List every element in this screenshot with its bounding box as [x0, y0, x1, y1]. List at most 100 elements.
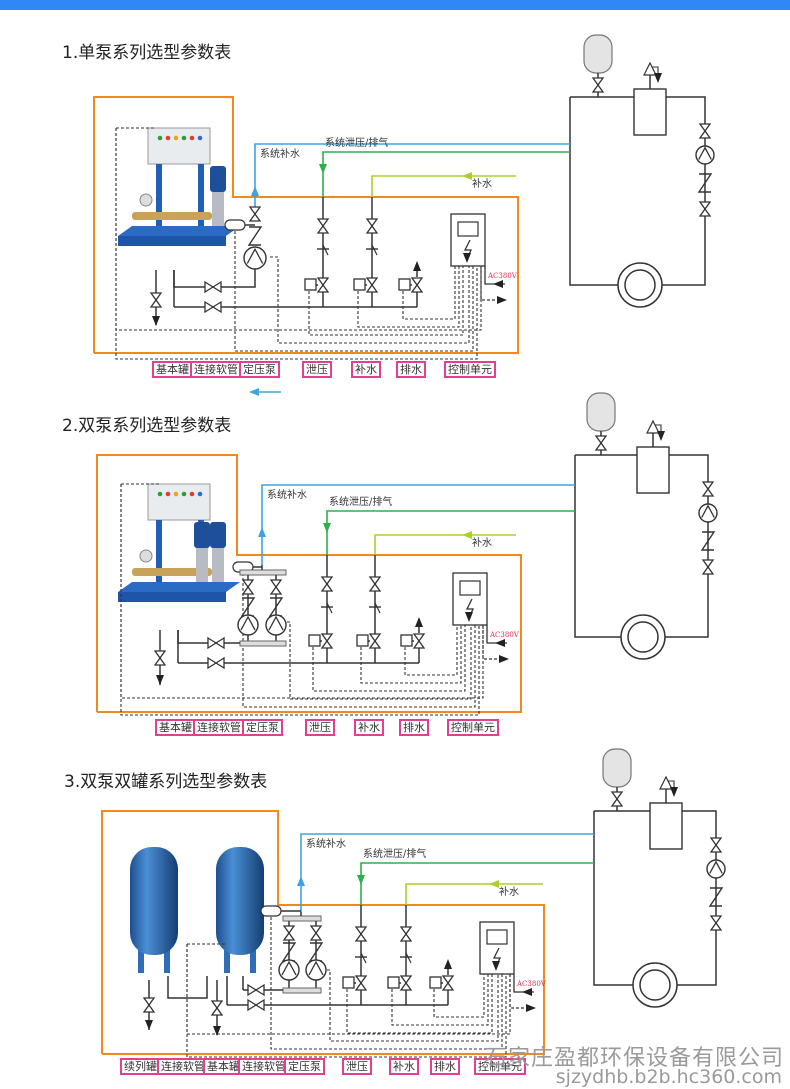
- signal-line: [234, 226, 474, 352]
- pump-triangle: [709, 860, 723, 874]
- system-makeup-label: 系统补水: [260, 147, 300, 160]
- indicator-light: [165, 135, 171, 141]
- signal-line: [433, 974, 485, 1018]
- signal-line: [308, 266, 464, 336]
- makeup-label: 补水: [472, 536, 492, 549]
- signal-line: [404, 625, 458, 676]
- pump-icon: [706, 859, 726, 879]
- signal-line: [270, 912, 503, 1050]
- signal-line: [402, 266, 456, 320]
- system-relief-label: 系统泄压/排气: [363, 847, 426, 860]
- valve-icon: [354, 975, 368, 991]
- valve-icon: [399, 975, 413, 991]
- tank-image: [216, 847, 264, 973]
- label-control-unit: 控制单元: [474, 1058, 526, 1075]
- label-relief: 泄压: [302, 361, 332, 378]
- valve-icon: [247, 998, 265, 1012]
- signal-line: [312, 625, 466, 692]
- arrow-up-icon: [258, 527, 266, 537]
- signal-line: [391, 974, 489, 1026]
- label-hose: 连接软管: [190, 361, 242, 378]
- valve-icon: [441, 975, 455, 991]
- system-relief-line: [360, 862, 594, 905]
- valve-icon: [247, 983, 265, 997]
- header-pipe: [282, 987, 322, 994]
- expansion-tank-icon: [602, 748, 632, 788]
- makeup-label: 补水: [472, 177, 492, 190]
- arrow-down-icon: [323, 523, 331, 533]
- skid-base: [118, 582, 240, 592]
- valve-icon: [412, 633, 426, 649]
- label-hose-1: 连接软管: [157, 1058, 209, 1075]
- watermark-company: 石家庄盈都环保设备有限公司: [484, 1046, 784, 1071]
- valve-icon: [368, 576, 382, 592]
- power-label: AC380V: [489, 631, 520, 639]
- arrow-left-icon: [495, 639, 505, 647]
- pipe: [177, 630, 198, 644]
- system-relief-line: [326, 510, 575, 555]
- indicator-light: [189, 135, 195, 141]
- loop-pipe: [569, 97, 618, 286]
- label-drain: 排水: [399, 719, 429, 736]
- pump-body: [212, 192, 224, 226]
- signal-line: [242, 568, 476, 708]
- pump-motor: [210, 166, 226, 192]
- pump-icon: [237, 614, 259, 636]
- makeup-line: [405, 883, 543, 905]
- arrow-up-icon: [413, 261, 421, 271]
- arrow-down-icon: [465, 612, 473, 622]
- pump-skid-image: [118, 127, 240, 246]
- boiler-inner: [627, 621, 659, 653]
- signal-line: [360, 625, 462, 684]
- valve-icon: [204, 280, 222, 294]
- top-banner: [0, 0, 790, 10]
- tank-body: [130, 847, 178, 955]
- signal-line: [480, 266, 497, 301]
- pump-motor: [194, 522, 210, 548]
- valve-icon: [594, 435, 608, 451]
- boiler-inner: [624, 269, 656, 301]
- label-hose-2: 连接软管: [238, 1058, 290, 1075]
- label-base-tank: 基本罐: [152, 361, 193, 378]
- tank-leg: [164, 947, 170, 973]
- system-makeup-line: [254, 143, 570, 215]
- solenoid-icon: [353, 278, 366, 291]
- relief-spring: [405, 952, 412, 964]
- indicator-light: [157, 135, 163, 141]
- label-pump: 定压泵: [242, 719, 283, 736]
- frame-leg: [156, 520, 162, 594]
- section-3-title: 3.双泵双罐系列选型参数表: [64, 772, 268, 792]
- pump-skid-image: [118, 483, 240, 602]
- valve-icon: [610, 791, 624, 807]
- skid-base: [118, 226, 240, 236]
- label-base-tank: 基本罐: [155, 719, 196, 736]
- pump-triangle: [701, 504, 715, 518]
- solenoid-icon: [356, 634, 369, 647]
- pump-motor: [210, 522, 226, 548]
- label-makeup: 补水: [389, 1058, 419, 1075]
- power-label: AC380V: [516, 980, 547, 988]
- arrow-left-icon: [522, 988, 532, 996]
- tank-leg: [224, 947, 230, 973]
- frame-leg: [156, 164, 162, 238]
- pipe: [173, 270, 198, 288]
- label-control-unit: 控制单元: [447, 719, 499, 736]
- arrow-down-icon: [492, 961, 500, 971]
- valve-icon: [368, 633, 382, 649]
- makeup-line: [371, 175, 516, 197]
- signal-line: [120, 484, 484, 699]
- solenoid-icon: [398, 278, 411, 291]
- header-pipe: [239, 569, 287, 576]
- arrow-left-icon: [489, 880, 499, 888]
- signal-line: [270, 256, 470, 344]
- expansion-tank-icon: [583, 34, 613, 74]
- signal-line: [357, 266, 460, 328]
- solenoid-icon: [342, 976, 355, 989]
- valve-icon: [701, 481, 715, 497]
- solenoid-icon: [400, 634, 413, 647]
- system-makeup-line: [261, 484, 575, 565]
- valve-icon: [354, 926, 368, 942]
- pipe: [167, 976, 208, 999]
- arrow-right-icon: [526, 1004, 536, 1012]
- label-drain: 排水: [396, 361, 426, 378]
